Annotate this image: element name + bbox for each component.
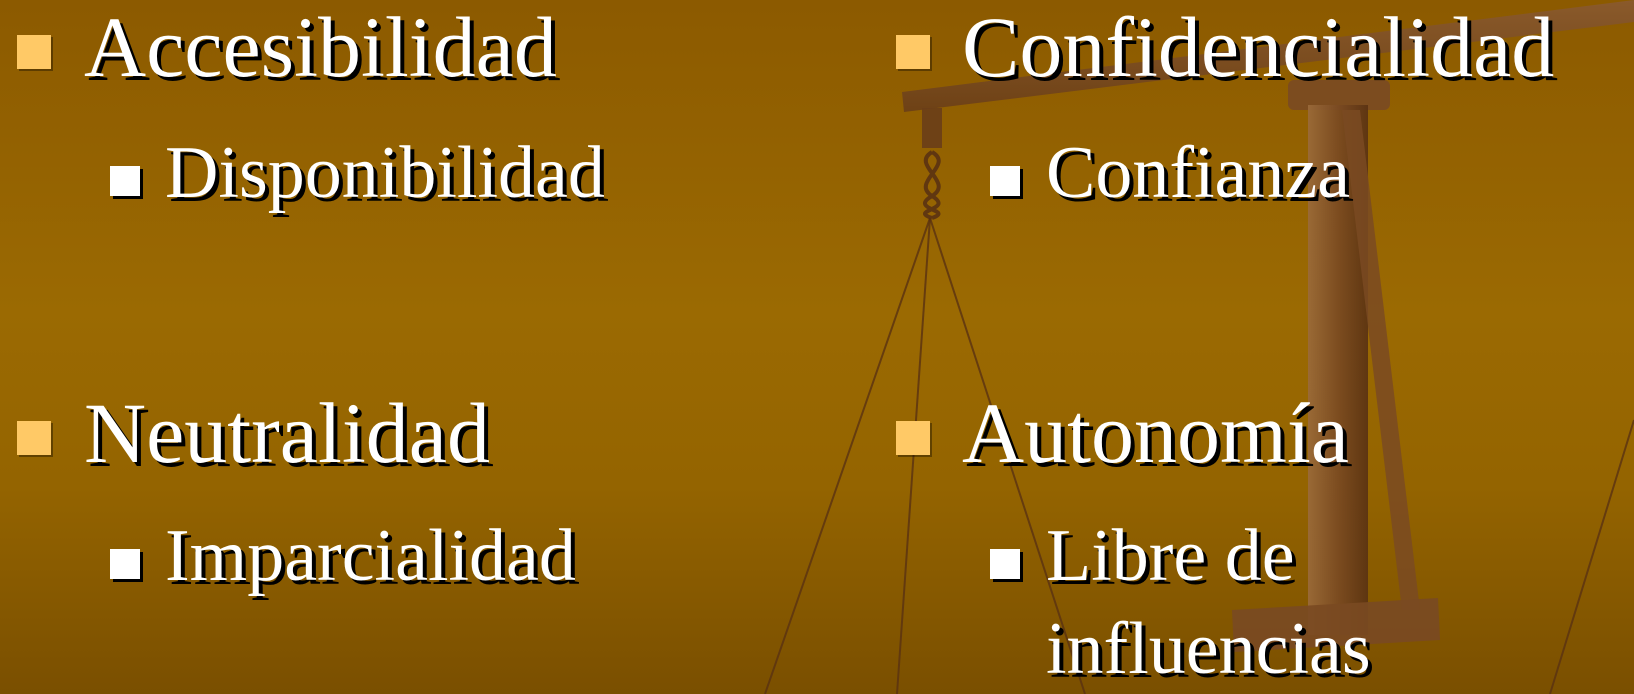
bullet-autonomia: Autonomía — [962, 385, 1349, 481]
level1-bullet-autonomia — [896, 421, 930, 455]
sub-bullet-imparcialidad: Imparcialidad — [165, 515, 576, 597]
level2-bullet-confianza — [990, 166, 1020, 196]
sub-bullet-disponibilidad: Disponibilidad — [165, 132, 605, 214]
sub-bullet-influencias: influencias — [1046, 608, 1371, 690]
level2-bullet-disponibilidad — [110, 166, 140, 196]
level1-bullet-accesibilidad — [17, 35, 51, 69]
bullet-neutralidad: Neutralidad — [84, 385, 490, 481]
level1-bullet-confidencialidad — [896, 35, 930, 69]
sub-bullet-libre-de: Libre de — [1046, 515, 1295, 597]
bullet-accesibilidad: Accesibilidad — [84, 0, 557, 95]
bullet-confidencialidad: Confidencialidad — [962, 0, 1555, 95]
sub-bullet-confianza: Confianza — [1046, 132, 1351, 214]
level1-bullet-neutralidad — [17, 421, 51, 455]
level2-bullet-libre-de — [990, 549, 1020, 579]
level2-bullet-imparcialidad — [110, 549, 140, 579]
